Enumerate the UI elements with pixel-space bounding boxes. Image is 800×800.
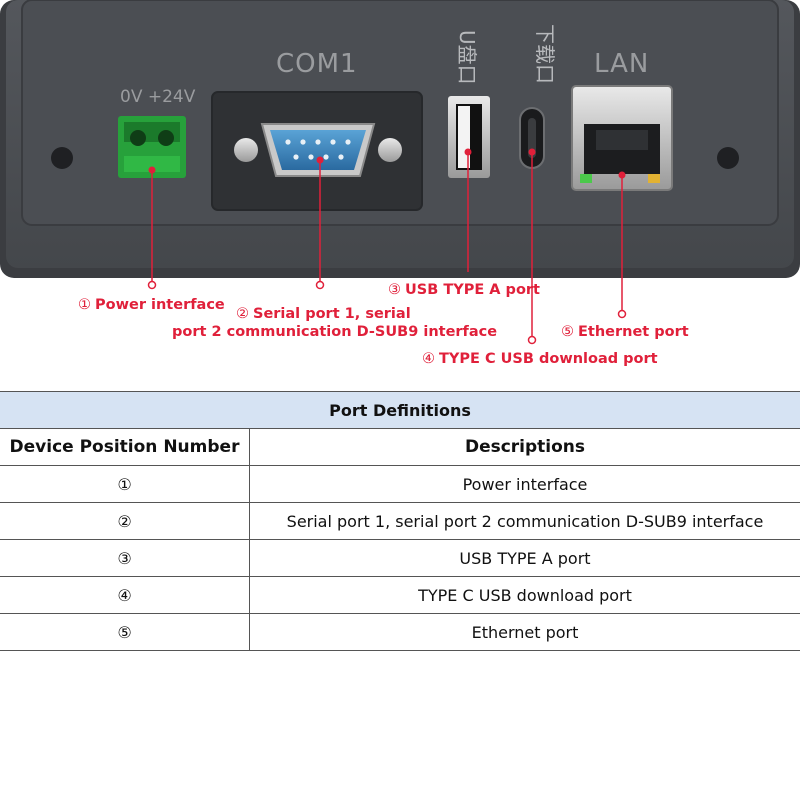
callout-text: Serial port 1, serial: [253, 306, 411, 322]
callout-text: Ethernet port: [578, 324, 689, 340]
table-row: ④ TYPE C USB download port: [0, 576, 800, 614]
column-header-position: Device Position Number: [0, 428, 250, 466]
cell-description: USB TYPE A port: [249, 539, 800, 577]
callout-lines: [151, 152, 623, 278]
callout-lines-lower: [147, 278, 627, 345]
callout-dots: [148, 148, 626, 179]
cell-position: ③: [0, 539, 250, 577]
usb-vertical-label: U盘口: [455, 30, 479, 85]
table-header-row: Device Position Number Descriptions: [0, 428, 800, 466]
callout-text: Power interface: [95, 297, 225, 313]
callout-number: ④: [422, 351, 435, 367]
cell-description: Power interface: [249, 465, 800, 503]
screw-hole-right: [717, 147, 739, 169]
cell-position: ①: [0, 465, 250, 503]
callout-number: ③: [388, 282, 401, 298]
callout-text: USB TYPE A port: [405, 282, 540, 298]
lan-label: LAN: [594, 49, 649, 79]
download-vertical-label: 下载口: [533, 24, 557, 84]
callout-number: ⑤: [561, 324, 574, 340]
cell-position: ②: [0, 502, 250, 540]
power-label: 0V +24V: [120, 87, 196, 107]
callout-text-line2: port 2 communication D-SUB9 interface: [172, 324, 498, 340]
cell-description: Serial port 1, serial port 2 communicati…: [249, 502, 800, 540]
table-row: ① Power interface: [0, 465, 800, 503]
device-photo: 0V +24V COM1 U盘口 下载口 LAN: [0, 0, 800, 278]
com-label: COM1: [276, 49, 358, 79]
cell-position: ⑤: [0, 613, 250, 651]
com-screw-right: [378, 138, 402, 162]
device-illustration: 0V +24V COM1 U盘口 下载口 LAN: [0, 0, 800, 278]
table-caption-row: Port Definitions: [0, 391, 800, 429]
callout-text: TYPE C USB download port: [439, 351, 658, 367]
cell-description: TYPE C USB download port: [249, 576, 800, 614]
table-row: ③ USB TYPE A port: [0, 539, 800, 577]
table-caption: Port Definitions: [0, 391, 800, 429]
table-row: ② Serial port 1, serial port 2 communica…: [0, 502, 800, 540]
callout-number: ①: [78, 297, 91, 313]
com-screw-left: [234, 138, 258, 162]
port-definitions-table: Port Definitions Device Position Number …: [0, 391, 800, 651]
screw-hole-left: [51, 147, 73, 169]
column-header-descriptions: Descriptions: [249, 428, 800, 466]
cell-position: ④: [0, 576, 250, 614]
dsub9-connector: [270, 130, 366, 170]
cell-description: Ethernet port: [249, 613, 800, 651]
callout-number: ②: [236, 306, 249, 322]
table-row: ⑤ Ethernet port: [0, 613, 800, 651]
